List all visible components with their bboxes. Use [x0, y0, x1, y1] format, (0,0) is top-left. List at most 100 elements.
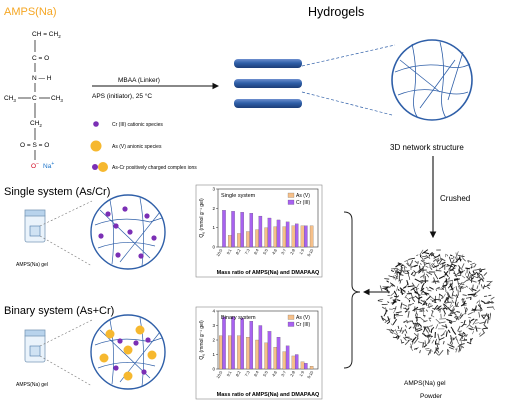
cr-ion — [113, 223, 119, 229]
y-tick-label: 4 — [212, 309, 215, 314]
powder-grain — [486, 315, 490, 319]
powder-grain — [388, 285, 392, 289]
powder-grain — [470, 298, 473, 300]
binary-title: Binary system (As+Cr) — [4, 305, 114, 317]
x-tick-label: 4:6 — [271, 369, 278, 377]
powder-grain — [462, 257, 466, 262]
powder-grain — [419, 249, 424, 256]
powder-grain — [451, 290, 454, 297]
powder-grain — [446, 282, 449, 285]
powder-grain — [443, 309, 446, 315]
reaction-arrow: MBAA (Linker) APS (initiator), 25 °C — [92, 77, 220, 100]
powder-grain — [459, 270, 462, 275]
powder-grain — [456, 311, 461, 313]
powder-grain — [461, 275, 466, 279]
powder-grain — [427, 348, 432, 356]
powder-grain — [466, 307, 468, 310]
x-tick-label: 1:9 — [298, 247, 305, 255]
powder-grain — [438, 293, 444, 297]
x-tick-label: 0:10 — [306, 369, 315, 379]
powder-grain — [401, 329, 405, 335]
powder-grain — [474, 305, 477, 311]
powder-grain — [456, 258, 463, 261]
powder-grain — [424, 262, 429, 266]
bar-as — [246, 231, 250, 248]
powder-grain — [458, 269, 463, 273]
powder-grain — [422, 311, 425, 318]
powder-grain — [478, 311, 480, 318]
powder-grain — [427, 325, 431, 333]
zoom-line-bottom — [301, 91, 393, 116]
powder-grain — [433, 301, 437, 304]
powder-grain — [399, 273, 404, 276]
powder-grain — [444, 270, 449, 276]
powder-grain — [422, 290, 428, 296]
powder-grain — [447, 329, 451, 334]
powder-grain — [419, 349, 421, 354]
powder-grain — [459, 286, 466, 288]
powder-grain — [425, 300, 428, 306]
powder-grain — [423, 326, 429, 333]
linker-label: MBAA (Linker) — [118, 77, 160, 84]
x-tick-label: 9:1 — [225, 247, 232, 255]
powder-grain — [408, 261, 413, 267]
chart-title: Single system — [221, 193, 256, 199]
powder-grain — [468, 327, 475, 331]
powder-grain — [442, 286, 446, 288]
powder-grain — [479, 332, 486, 337]
powder-label-2: Powder — [420, 393, 443, 400]
powder-grain — [486, 280, 493, 286]
cr-ion — [115, 252, 121, 258]
powder-grain — [472, 270, 475, 274]
as-ion — [123, 371, 133, 381]
bar-as — [291, 355, 296, 370]
powder-grain — [443, 300, 447, 305]
powder-grain — [465, 334, 468, 338]
powder-grain — [424, 262, 430, 265]
powder-grain — [406, 270, 410, 274]
powder-grain — [458, 281, 463, 288]
powder-grain — [422, 255, 427, 258]
powder-grain — [442, 303, 446, 309]
legend-swatch — [287, 199, 295, 205]
powder-grain — [423, 261, 426, 267]
x-tick-label: 4:6 — [271, 247, 278, 255]
powder-grain — [459, 312, 462, 318]
powder-grain — [473, 268, 481, 271]
powder-grain — [480, 274, 485, 280]
bar-as — [309, 225, 314, 248]
powder-grain — [461, 298, 465, 301]
carbonyl-group: C = O — [32, 55, 49, 62]
powder-grain — [396, 335, 401, 340]
y-tick-label: 2 — [212, 206, 215, 211]
powder-grain — [415, 346, 419, 351]
powder-grain — [449, 284, 454, 290]
vinyl-group: CH = CH2 — [32, 31, 61, 39]
powder-grain — [420, 299, 426, 304]
powder-grain — [441, 264, 447, 267]
powder-grain — [461, 254, 464, 259]
powder-grain — [454, 256, 458, 261]
bar-as — [218, 335, 223, 370]
bar-as — [273, 226, 278, 248]
powder-grain — [425, 295, 432, 301]
powder-grain — [443, 303, 448, 308]
powder-grain — [389, 282, 396, 287]
powder-grain — [439, 337, 445, 341]
bar-as — [255, 229, 259, 248]
powder-grain — [458, 345, 461, 353]
powder-grain — [434, 273, 439, 280]
powder-grain — [419, 265, 421, 271]
x-axis-label: Mass ratio of AMPS(Na) and DMAPAAQ — [217, 392, 320, 398]
powder-grain — [421, 286, 424, 289]
methyl-left: CH3 — [4, 95, 16, 103]
powder-grain — [475, 289, 481, 294]
legend-label: Cr (III) — [296, 322, 310, 328]
powder-grain — [419, 262, 422, 266]
powder-grain — [397, 295, 400, 298]
powder-grain — [408, 326, 412, 330]
amide-nh: N — H — [32, 75, 52, 82]
powder-grain — [399, 327, 403, 333]
powder-grain — [429, 335, 433, 337]
bar-cr — [276, 219, 281, 248]
